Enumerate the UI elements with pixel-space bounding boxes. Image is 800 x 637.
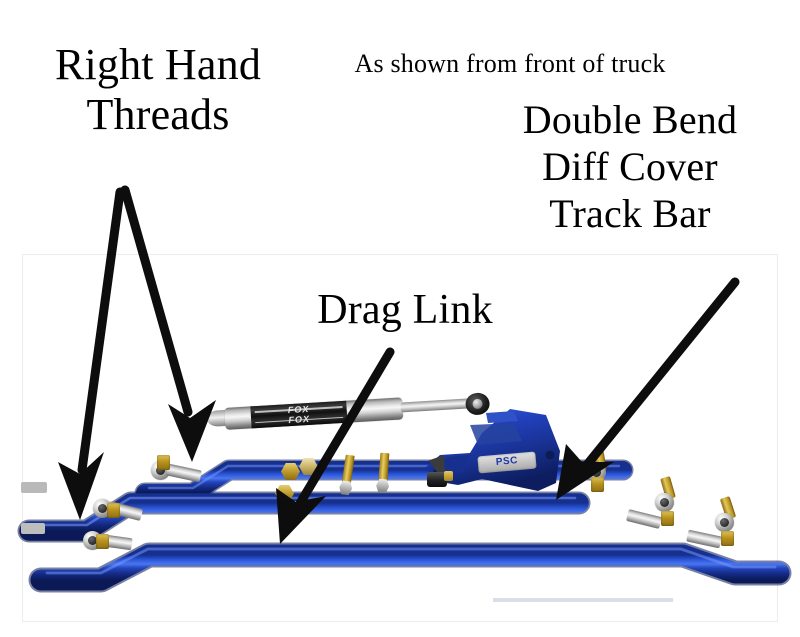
- track-bar-lower: [28, 542, 792, 602]
- bracket-logo-text: PSC: [495, 455, 519, 468]
- label-right-hand-threads-line1: Right Hand: [54, 40, 262, 89]
- heim-jam-nut: [661, 511, 674, 526]
- label-right-hand-threads: Right Hand Threads: [18, 40, 298, 139]
- heim-jam-nut: [157, 455, 170, 470]
- heim-jam-nut: [107, 503, 120, 518]
- bracket-body: [426, 409, 560, 491]
- label-double-bend-diff-cover-track-bar: Double Bend Diff Cover Track Bar: [470, 96, 790, 238]
- label-drag-link: Drag Link: [317, 287, 493, 333]
- bar-branding-mark: [493, 598, 673, 602]
- heim-jam-nut: [96, 534, 109, 549]
- label-as-shown-from-front-of-truck: As shown from front of truck: [354, 49, 666, 78]
- blue-bars-group: [17, 459, 792, 602]
- heim-jam-nut: [721, 531, 734, 546]
- heim-ball: [715, 513, 734, 532]
- tie-rod-end: [411, 455, 457, 489]
- label-double-bend-line2: Diff Cover: [542, 144, 718, 190]
- heim-jam-nut: [591, 477, 604, 492]
- diff-cover-track-bar-bracket: PSC: [418, 407, 588, 519]
- left-tube-stubs: [21, 482, 47, 534]
- bolt: [376, 452, 392, 494]
- bolt-shaft: [378, 452, 390, 482]
- label-double-bend-line3: Track Bar: [549, 191, 711, 237]
- label-right-hand-threads-line2: Threads: [86, 89, 230, 139]
- photo-contents: FOX FOX: [17, 255, 792, 623]
- damper-label-band: FOX FOX: [250, 400, 348, 429]
- heim-ball: [655, 493, 674, 512]
- grease-zerk: [444, 471, 453, 481]
- bolt-shaft: [341, 454, 355, 484]
- tie-rod-body: [427, 472, 447, 487]
- label-double-bend-line1: Double Bend: [522, 97, 738, 142]
- bolt-head: [376, 479, 390, 494]
